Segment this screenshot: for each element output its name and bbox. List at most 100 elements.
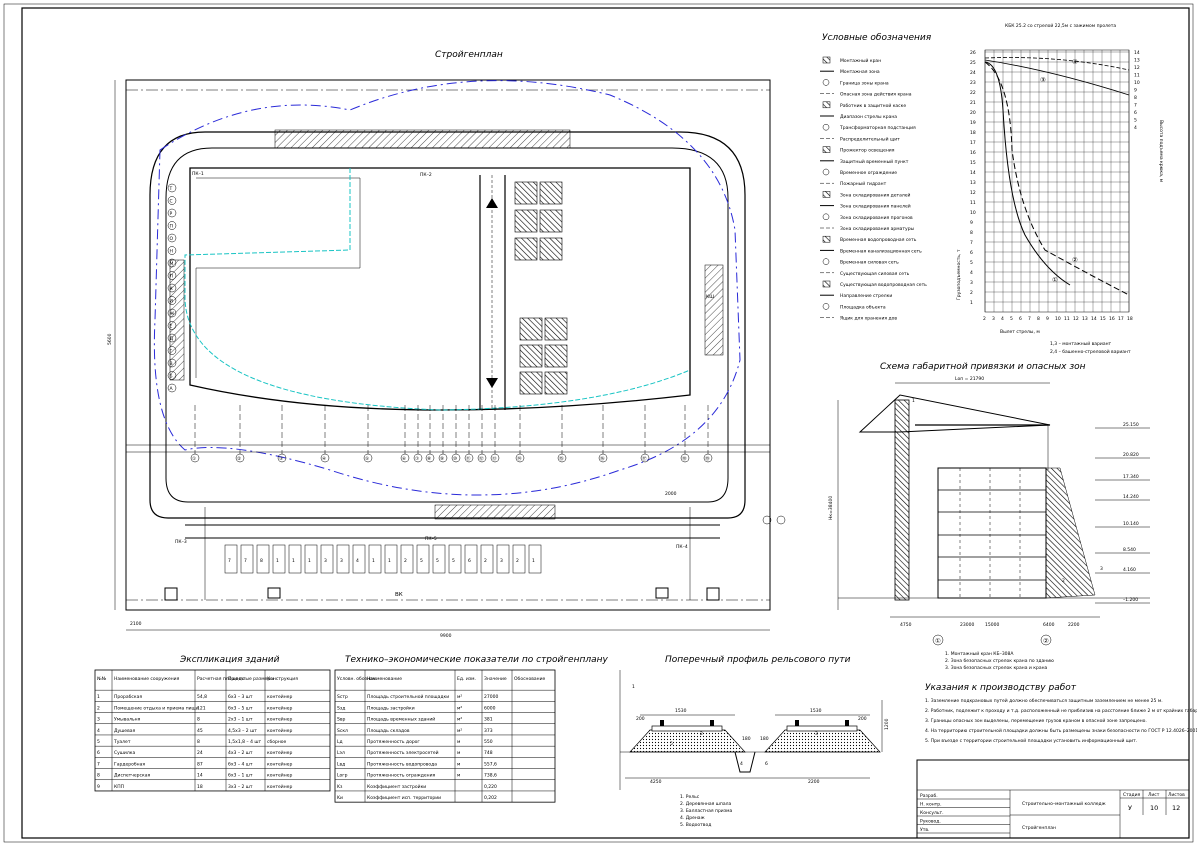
btable-header: №№ (97, 676, 107, 682)
drain (734, 751, 756, 773)
chart-x-tick: 5 (1010, 316, 1013, 322)
clearance-dim: 23000 (960, 622, 974, 628)
itable-cell: Kи (337, 795, 343, 801)
track-dim-3: 4250 (650, 779, 662, 785)
rail-right-2 (845, 720, 849, 726)
temp-building-label: 2 (404, 558, 407, 564)
axis-row: И (170, 299, 173, 305)
track-legend-item: 3. Балластная призма (680, 808, 733, 814)
track-title: Поперечный профиль рельсового пути (665, 655, 851, 665)
temp-building (240, 544, 254, 574)
track-dim-2: 1530 (810, 708, 822, 714)
axis-station: ⑲ (705, 455, 710, 462)
stamp-stage: У (1128, 804, 1132, 812)
circle-icon (822, 101, 831, 109)
axis-row: Ж (170, 311, 175, 317)
chart-y-tick: 4 (970, 270, 973, 276)
btable-cell: 2 (97, 705, 100, 711)
itable-cell: Sзд (337, 705, 345, 711)
itable-cell: Протяженность дорог (367, 739, 420, 745)
legend-label: Трансформаторная подстанция (839, 125, 916, 131)
chart-y-tick: 19 (970, 120, 976, 126)
itable-cell: 0,202 (484, 795, 497, 801)
btable-cell: 5 (97, 739, 100, 745)
legend-label: Защитный временный пункт (840, 158, 909, 165)
itable-cell: Площадь строительной площадки (367, 693, 449, 700)
axis-station: ① (192, 456, 196, 462)
btable-cell: Помещение отдыха и приема пищи (114, 705, 199, 711)
clearance-dim: 2200 (1068, 622, 1080, 628)
temp-building-label: 7 (244, 558, 247, 564)
chart-y-tick: 23 (970, 80, 976, 86)
itable-cell: м² (457, 729, 462, 734)
chart-y-tick: 9 (970, 220, 973, 226)
axis-row: К (170, 286, 174, 292)
btable-cell: 3 (97, 717, 100, 723)
legend-label: Монтажная зона (840, 69, 880, 75)
btable-cell: 14 (197, 773, 203, 779)
axis-row: Г (170, 349, 173, 355)
chart-x-tick: 3 (992, 316, 995, 322)
btable-cell: 6х3 – 3 шт (228, 694, 253, 700)
chart-y2-tick: 10 (1134, 80, 1140, 86)
btable-header: Расчетная площадь (197, 676, 245, 682)
itable-cell: м (457, 774, 460, 779)
clearance-tag-2: 2 (1062, 578, 1065, 584)
storage-pad (539, 181, 563, 205)
track-small-3: 180 (742, 736, 751, 742)
temp-building (480, 544, 494, 574)
track-small-5: 1200 (884, 718, 890, 730)
pk5-label: ПК–5 (425, 536, 437, 542)
storage-pad (519, 371, 543, 395)
itable-cell: Lд (337, 739, 343, 745)
chart-y-tick: 3 (970, 280, 973, 286)
chart-y-label: Грузоподъемность, т (956, 249, 962, 300)
temp-building-label: 1 (372, 558, 375, 564)
curve-tag-4: ④ (1072, 58, 1078, 66)
storage-hatch-right (704, 264, 724, 356)
sleeper-left (651, 725, 723, 732)
temp-building-label: 1 (276, 558, 279, 564)
chart-y-tick: 5 (970, 260, 973, 266)
btable-cell: 6 (97, 750, 100, 756)
legend-label: Диапазон стрелы крана (840, 114, 897, 120)
btable-cell: 8 (97, 773, 100, 779)
stamp-label: Руковод. (920, 819, 941, 825)
temp-building (224, 544, 238, 574)
temp-building-label: 3 (324, 558, 327, 564)
level-mark: 4.160 (1123, 567, 1136, 573)
temp-building-label: 4 (356, 558, 359, 564)
chart-y2-tick: 9 (1134, 88, 1137, 94)
itable-cell: Lогр (337, 773, 348, 779)
temp-building (448, 544, 462, 574)
clearance-note: 3. Зона безопасных стрелок крана и крана (945, 665, 1048, 671)
stamp-label: Консульт. (920, 810, 944, 816)
crane-tower (894, 399, 910, 601)
chart-y-tick: 2 (970, 290, 973, 296)
btable-cell: Сушилка (114, 750, 135, 756)
axis-row: Н (170, 249, 173, 255)
track-legend-item: 4. Дренаж (680, 815, 705, 821)
legend-label: Существующая водопроводная сеть (840, 282, 927, 288)
itable-cell: Площадь застройки (367, 704, 415, 711)
btable-cell: 6х3 – 4 шт (228, 761, 253, 767)
legend-label: Прожектор освещения (840, 148, 895, 154)
ex-water-icon (822, 280, 831, 288)
itable-cell: Площадь временных зданий (367, 716, 435, 723)
itable-cell: Sстр (337, 694, 348, 700)
legend-label: Зона складирования арматуры (840, 226, 915, 232)
transformer-icon (822, 123, 830, 131)
legend-label: Зона складирования деталей (840, 191, 911, 198)
storage-pad (544, 344, 568, 368)
chart-y-tick: 13 (970, 180, 976, 186)
storage-hatch-top (274, 129, 571, 149)
btable-cell: 4х3 – 2 шт (228, 750, 253, 756)
chart-x-tick: 2 (983, 316, 986, 322)
capacity-curve-1 (984, 61, 1071, 286)
spotlight-icon (822, 146, 831, 153)
clearance-note: 2. Зона безопасных стрелок крана по здан… (945, 658, 1054, 664)
itable-cell: м² (457, 718, 462, 723)
clearance-axis-1: ① (935, 637, 941, 645)
itable-header: Условн. обознач. (337, 676, 377, 682)
